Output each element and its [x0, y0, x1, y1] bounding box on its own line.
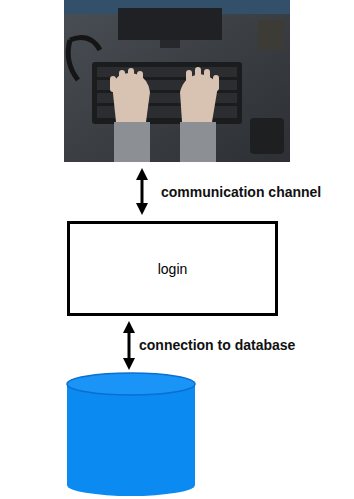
desk: [64, 0, 290, 162]
right-sleeve: [180, 122, 216, 162]
desk-device: [250, 118, 284, 154]
left-sleeve: [114, 122, 150, 162]
database-cylinder: [67, 373, 195, 496]
desk-cup: [258, 20, 284, 50]
double-arrow: [136, 168, 148, 215]
keyboard-photo: [64, 0, 290, 162]
monitor-stand: [160, 40, 180, 48]
double-arrow: [123, 321, 135, 370]
arrow-label: communication channel: [160, 184, 322, 200]
box-label: login: [158, 261, 188, 277]
arrow-label: connection to database: [138, 337, 296, 353]
keyboard: [92, 62, 242, 124]
monitor: [118, 8, 222, 40]
hands: [110, 67, 219, 122]
process-box: login: [67, 221, 278, 316]
